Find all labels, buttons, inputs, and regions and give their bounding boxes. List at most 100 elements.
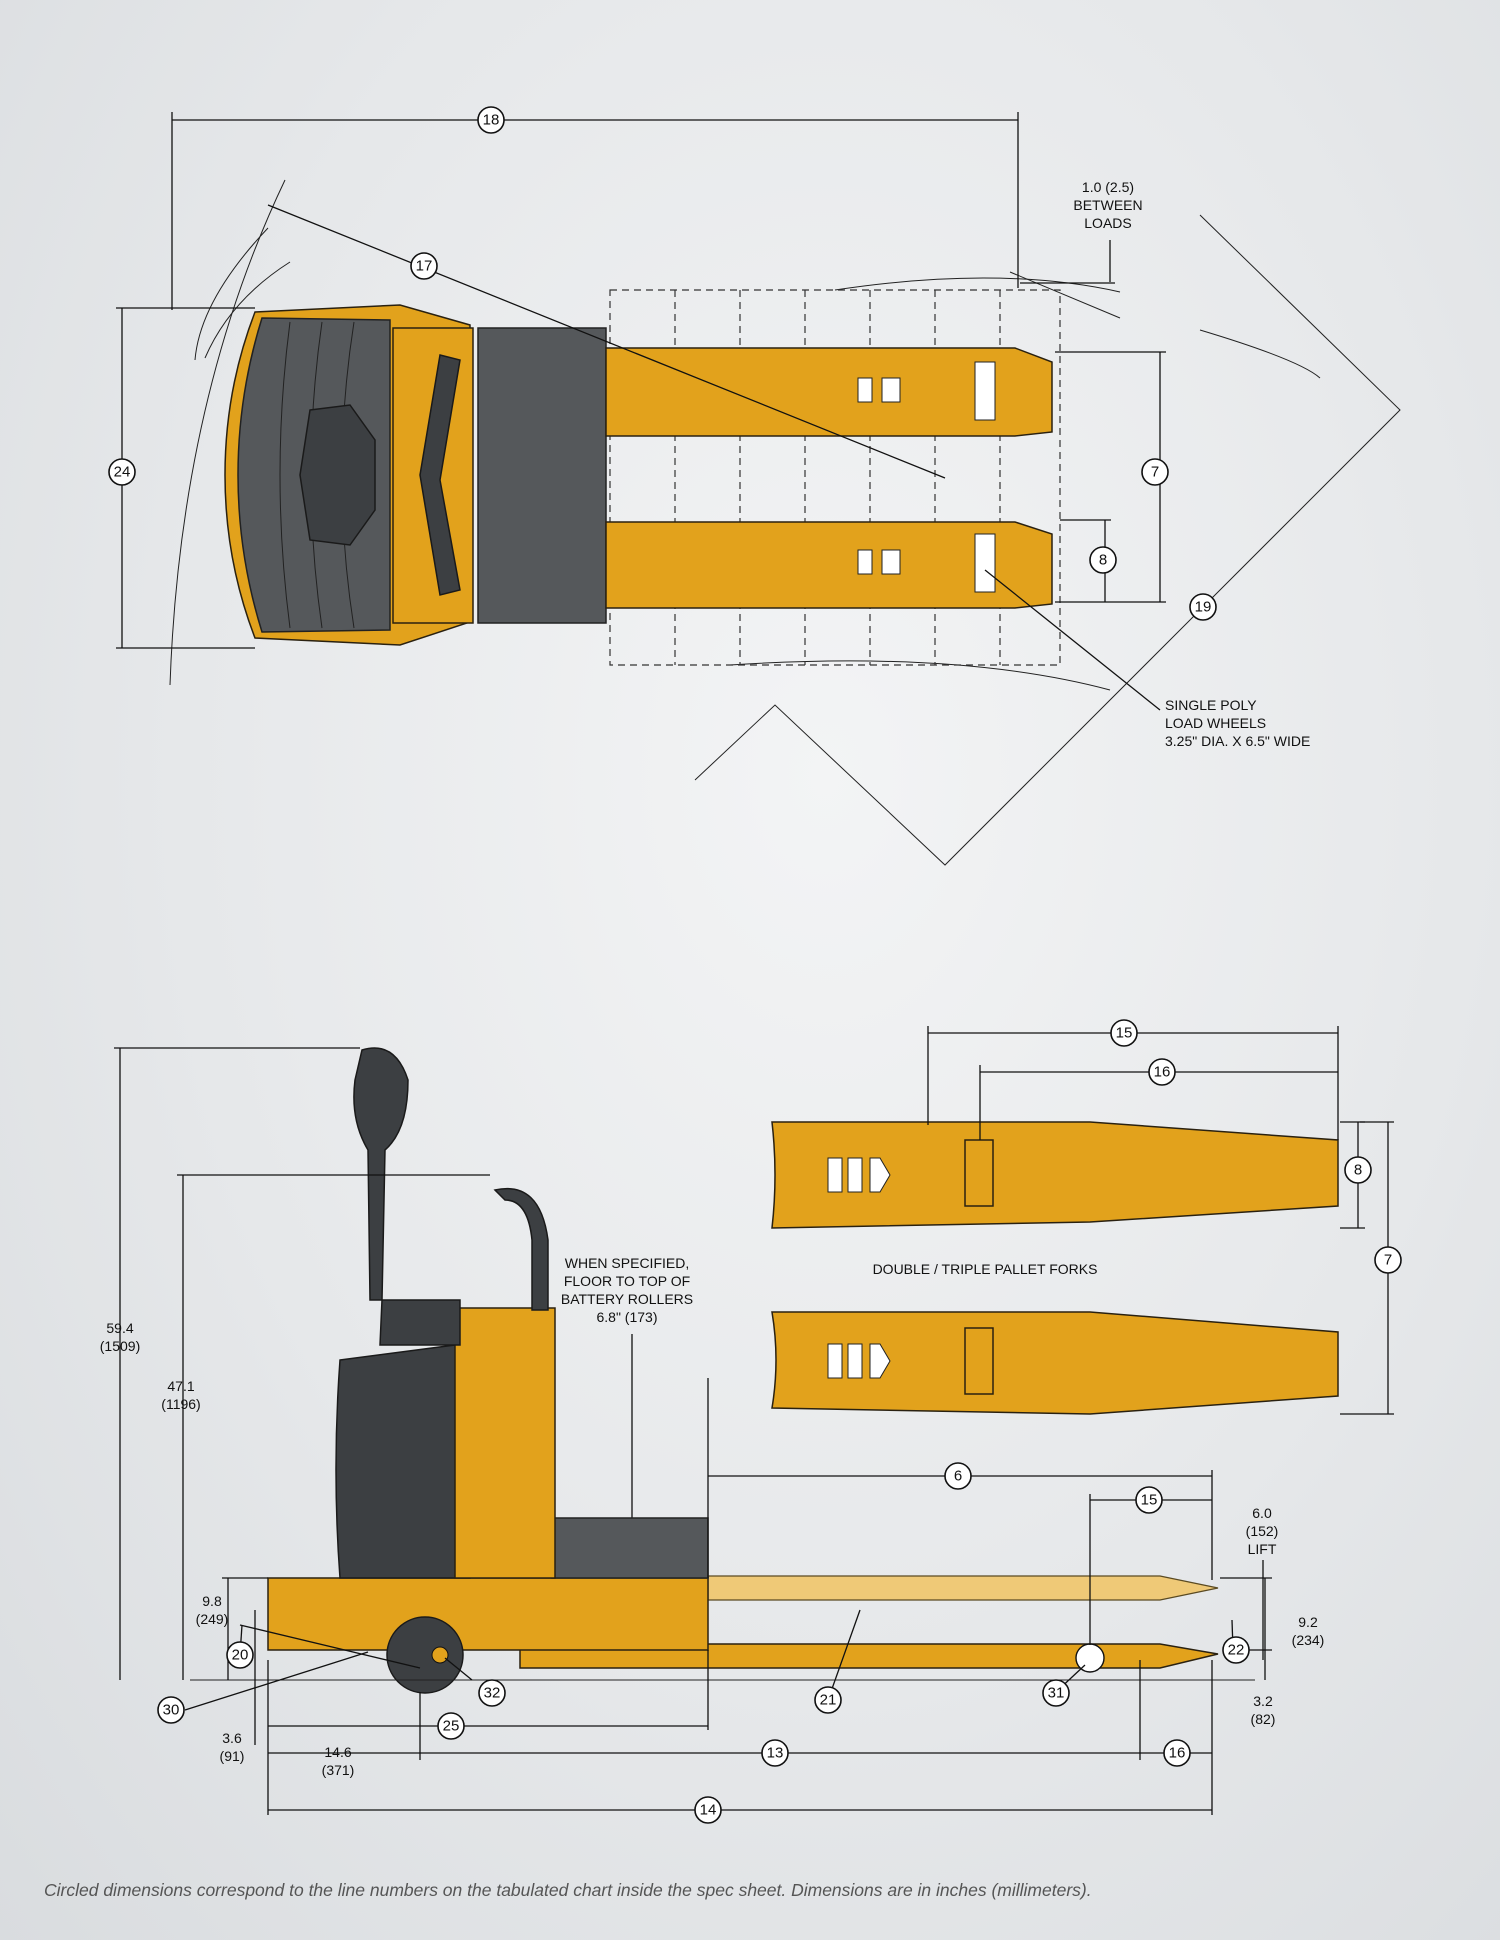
- note-line: LOADS: [1084, 215, 1131, 231]
- note-line: SINGLE POLY: [1165, 697, 1257, 713]
- top-view: 18 17 24 7 8 19 1.0 (2.5) BETWEEN LOADS …: [108, 106, 1401, 866]
- callout-19: 19: [1189, 593, 1217, 621]
- dim-9-2-label: 9.2 (234): [1292, 1614, 1325, 1648]
- turning-arc-outer: [169, 179, 286, 686]
- fork-slot: [869, 1157, 891, 1193]
- pallet-forks-label: DOUBLE / TRIPLE PALLET FORKS: [873, 1261, 1098, 1277]
- callout-7-text: 7: [1151, 464, 1159, 481]
- side-view: WHEN SPECIFIED, FLOOR TO TOP OF BATTERY …: [100, 1047, 1325, 1824]
- dim-value: 9.8: [202, 1593, 222, 1609]
- callout-15-text: 15: [1141, 1492, 1158, 1509]
- dim-line-17: [267, 204, 946, 479]
- dim-59-4-label: 59.4 (1509): [100, 1320, 140, 1354]
- callout-22-text: 22: [1228, 1642, 1245, 1659]
- callout-7: 7: [1141, 458, 1169, 486]
- fork-slot: [857, 549, 873, 575]
- callout-8-text: 8: [1354, 1162, 1362, 1179]
- callout-20: 20: [226, 1641, 254, 1669]
- swing-curve: [1199, 329, 1321, 379]
- dim-3-2-label: 3.2 (82): [1251, 1693, 1276, 1727]
- fork-slot: [869, 1343, 891, 1379]
- dim-value: 9.2: [1298, 1614, 1318, 1630]
- leader-32: [444, 1657, 473, 1681]
- dim-value: (91): [220, 1748, 245, 1764]
- callout-8: 8: [1089, 546, 1117, 574]
- fork-lower: [605, 521, 1053, 609]
- callout-14-text: 14: [700, 1802, 717, 1819]
- dim-3-6-label: 3.6 (91): [220, 1730, 245, 1764]
- fork-slot: [881, 549, 901, 575]
- dim-value: 47.1: [167, 1378, 194, 1394]
- fork-slot: [881, 377, 901, 403]
- fork-detail-step: [964, 1139, 994, 1207]
- callout-21-text: 21: [820, 1692, 837, 1709]
- callout-32: 32: [478, 1679, 506, 1707]
- dim-value: (371): [322, 1762, 355, 1778]
- load-wheel: [1075, 1643, 1105, 1673]
- callout-6-text: 6: [954, 1468, 962, 1485]
- leader-30: [184, 1651, 369, 1711]
- dim-value: (82): [1251, 1711, 1276, 1727]
- dim-value: (1196): [161, 1396, 200, 1412]
- callout-16-text: 16: [1154, 1064, 1171, 1081]
- fork-detail-upper: [771, 1121, 1339, 1229]
- tiller-handle: [353, 1047, 409, 1301]
- battery-rollers-block: [551, 1517, 709, 1579]
- callout-7: 7: [1374, 1246, 1402, 1274]
- drive-wheel: [386, 1616, 464, 1694]
- tiller-column: [454, 1307, 556, 1579]
- dim-9-8-label: 9.8 (249): [196, 1593, 229, 1627]
- fork-slot: [827, 1343, 843, 1379]
- pallet-swing-lines: [694, 214, 1401, 866]
- arc-between-loads: [834, 277, 1121, 293]
- callout-13: 13: [761, 1739, 789, 1767]
- callout-6: 6: [944, 1462, 972, 1490]
- fork-slot: [857, 377, 873, 403]
- fork-raised-ghost: [707, 1575, 1219, 1601]
- callout-20-text: 20: [232, 1647, 249, 1664]
- note-line: 3.25" DIA. X 6.5" WIDE: [1165, 733, 1310, 749]
- callout-32-text: 32: [484, 1685, 501, 1702]
- callout-30-text: 30: [163, 1702, 180, 1719]
- dim-value: (1509): [100, 1338, 140, 1354]
- note-line: FLOOR TO TOP OF: [564, 1273, 690, 1289]
- turning-arc-short: [194, 227, 269, 361]
- dim-14-6-label: 14.6 (371): [322, 1744, 355, 1778]
- tiller-arm: [419, 354, 461, 596]
- note-line: LOAD WHEELS: [1165, 715, 1266, 731]
- callout-8-text: 8: [1099, 552, 1107, 569]
- dim-value: 3.2: [1253, 1693, 1273, 1709]
- battery-housing: [335, 1344, 471, 1579]
- pallet-forks-detail: 15 16 8 7 DOUBLE / TRIPLE PALLET FORKS: [771, 1019, 1402, 1415]
- callout-18-text: 18: [483, 112, 500, 129]
- callout-8: 8: [1344, 1156, 1372, 1184]
- callout-17: 17: [410, 252, 438, 280]
- turning-arc-short-2: [204, 261, 291, 359]
- dim-value: 14.6: [324, 1744, 351, 1760]
- callout-14: 14: [694, 1796, 722, 1824]
- dim-value: (249): [196, 1611, 229, 1627]
- callout-25-text: 25: [443, 1718, 460, 1735]
- callout-24: 24: [108, 458, 136, 486]
- battery-compartment: [477, 327, 607, 624]
- fork-detail-step: [964, 1327, 994, 1395]
- dim-lift-label: 6.0 (152) LIFT: [1246, 1505, 1279, 1557]
- drive-wheel-hub: [431, 1646, 449, 1664]
- callout-16-text: 16: [1169, 1745, 1186, 1762]
- mat-rib: [279, 321, 291, 629]
- fork-slot: [847, 1343, 863, 1379]
- dim-value: 3.6: [222, 1730, 242, 1746]
- callout-31-text: 31: [1048, 1685, 1065, 1702]
- callout-24-text: 24: [114, 464, 131, 481]
- load-wheel-leader: [984, 569, 1161, 711]
- note-line: WHEN SPECIFIED,: [565, 1255, 689, 1271]
- fork-slot: [847, 1157, 863, 1193]
- pallet-outline: [609, 289, 1061, 666]
- fork-slot: [827, 1157, 843, 1193]
- dim-47-1-label: 47.1 (1196): [161, 1378, 200, 1412]
- fork-upper: [605, 347, 1053, 437]
- callout-16: 16: [1148, 1058, 1176, 1086]
- arc-pallet-lower: [729, 660, 1111, 691]
- note-between-loads: 1.0 (2.5) BETWEEN LOADS: [1073, 179, 1142, 231]
- grab-bar: [493, 1187, 549, 1311]
